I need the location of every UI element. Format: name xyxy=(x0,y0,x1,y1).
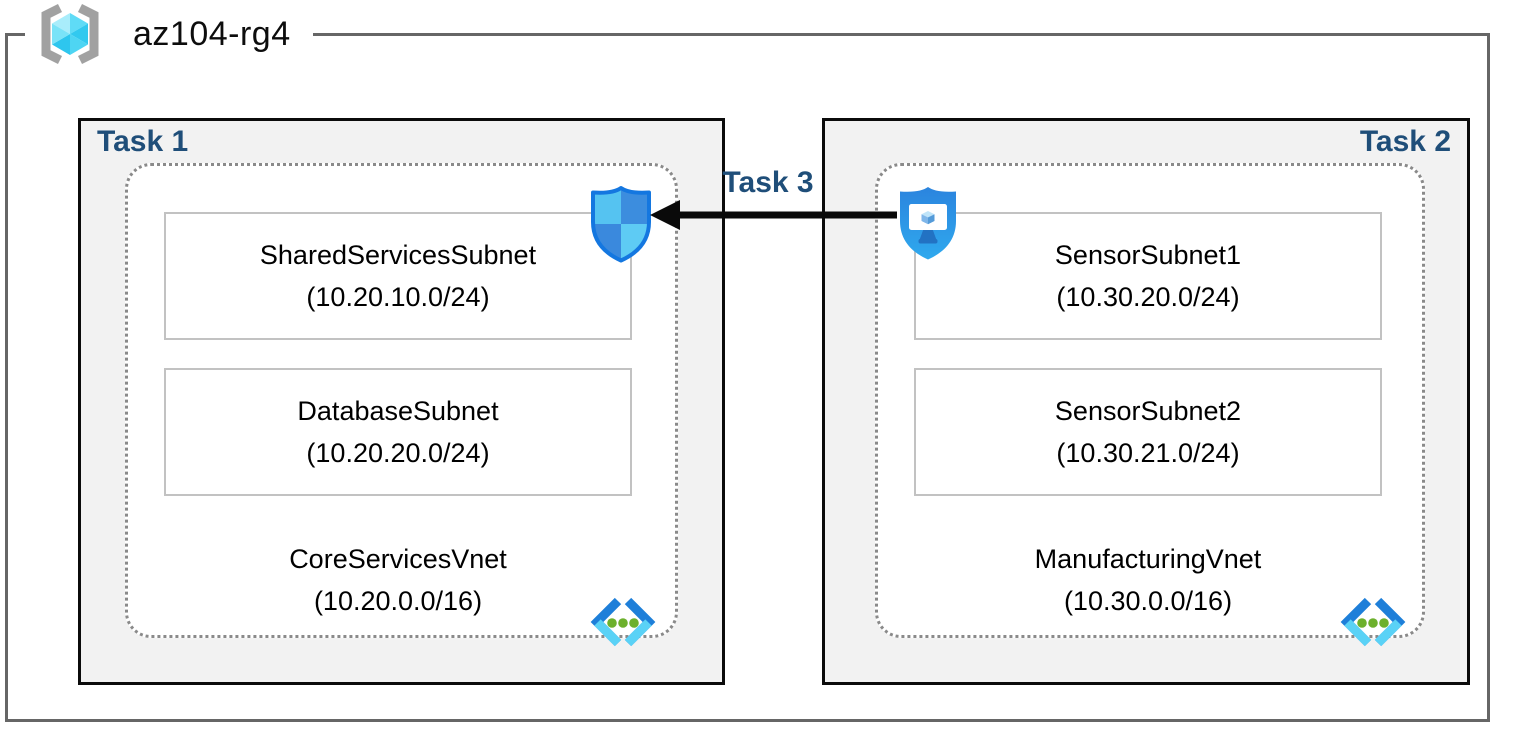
bastion-icon xyxy=(900,187,956,260)
resource-group-header: az104-rg4 xyxy=(25,0,313,68)
vnet-manufacturing-label: ManufacturingVnet (10.30.0.0/16) xyxy=(914,538,1382,622)
subnet-sensor2: SensorSubnet2 (10.30.21.0/24) xyxy=(914,368,1382,496)
subnet-cidr: (10.30.20.0/24) xyxy=(1056,282,1240,312)
resource-group-frame xyxy=(5,33,1490,722)
task3-label: Task 3 xyxy=(722,166,814,199)
virtual-network-icon xyxy=(590,597,656,647)
subnet-cidr: (10.20.20.0/24) xyxy=(306,438,490,468)
task1-label: Task 1 xyxy=(97,125,189,158)
subnet-name: SharedServicesSubnet xyxy=(259,240,537,270)
task2-label: Task 2 xyxy=(1359,125,1451,158)
subnet-cidr: (10.20.10.0/24) xyxy=(306,282,490,312)
vnet-coreservices-label: CoreServicesVnet (10.20.0.0/16) xyxy=(164,538,632,622)
connection-arrow xyxy=(650,200,897,230)
subnet-sensor1: SensorSubnet1 (10.30.20.0/24) xyxy=(914,212,1382,340)
task2-box: Task 2 SensorSubnet1 (10.30.20.0/24) Sen… xyxy=(822,118,1470,685)
subnet-name: SensorSubnet2 xyxy=(1054,396,1242,426)
resource-group-title: az104-rg4 xyxy=(133,14,291,53)
subnet-sharedservices: SharedServicesSubnet (10.20.10.0/24) xyxy=(164,212,632,340)
subnet-database: DatabaseSubnet (10.20.20.0/24) xyxy=(164,368,632,496)
vnet-name: ManufacturingVnet xyxy=(1034,544,1262,574)
vnet-cidr: (10.30.0.0/16) xyxy=(1063,586,1233,616)
subnet-cidr: (10.30.21.0/24) xyxy=(1056,438,1240,468)
vnet-cidr: (10.20.0.0/16) xyxy=(313,586,483,616)
subnet-name: DatabaseSubnet xyxy=(297,396,499,426)
vnet-manufacturing: SensorSubnet1 (10.30.20.0/24) SensorSubn… xyxy=(875,163,1425,647)
network-security-group-icon xyxy=(591,186,651,263)
subnet-name: SensorSubnet1 xyxy=(1054,240,1242,270)
vnet-name: CoreServicesVnet xyxy=(289,544,507,574)
resource-group-icon xyxy=(41,3,99,65)
virtual-network-icon xyxy=(1340,597,1406,647)
vnet-coreservices: SharedServicesSubnet (10.20.10.0/24) Dat… xyxy=(125,163,678,647)
task1-box: Task 1 SharedServicesSubnet (10.20.10.0/… xyxy=(78,118,725,685)
